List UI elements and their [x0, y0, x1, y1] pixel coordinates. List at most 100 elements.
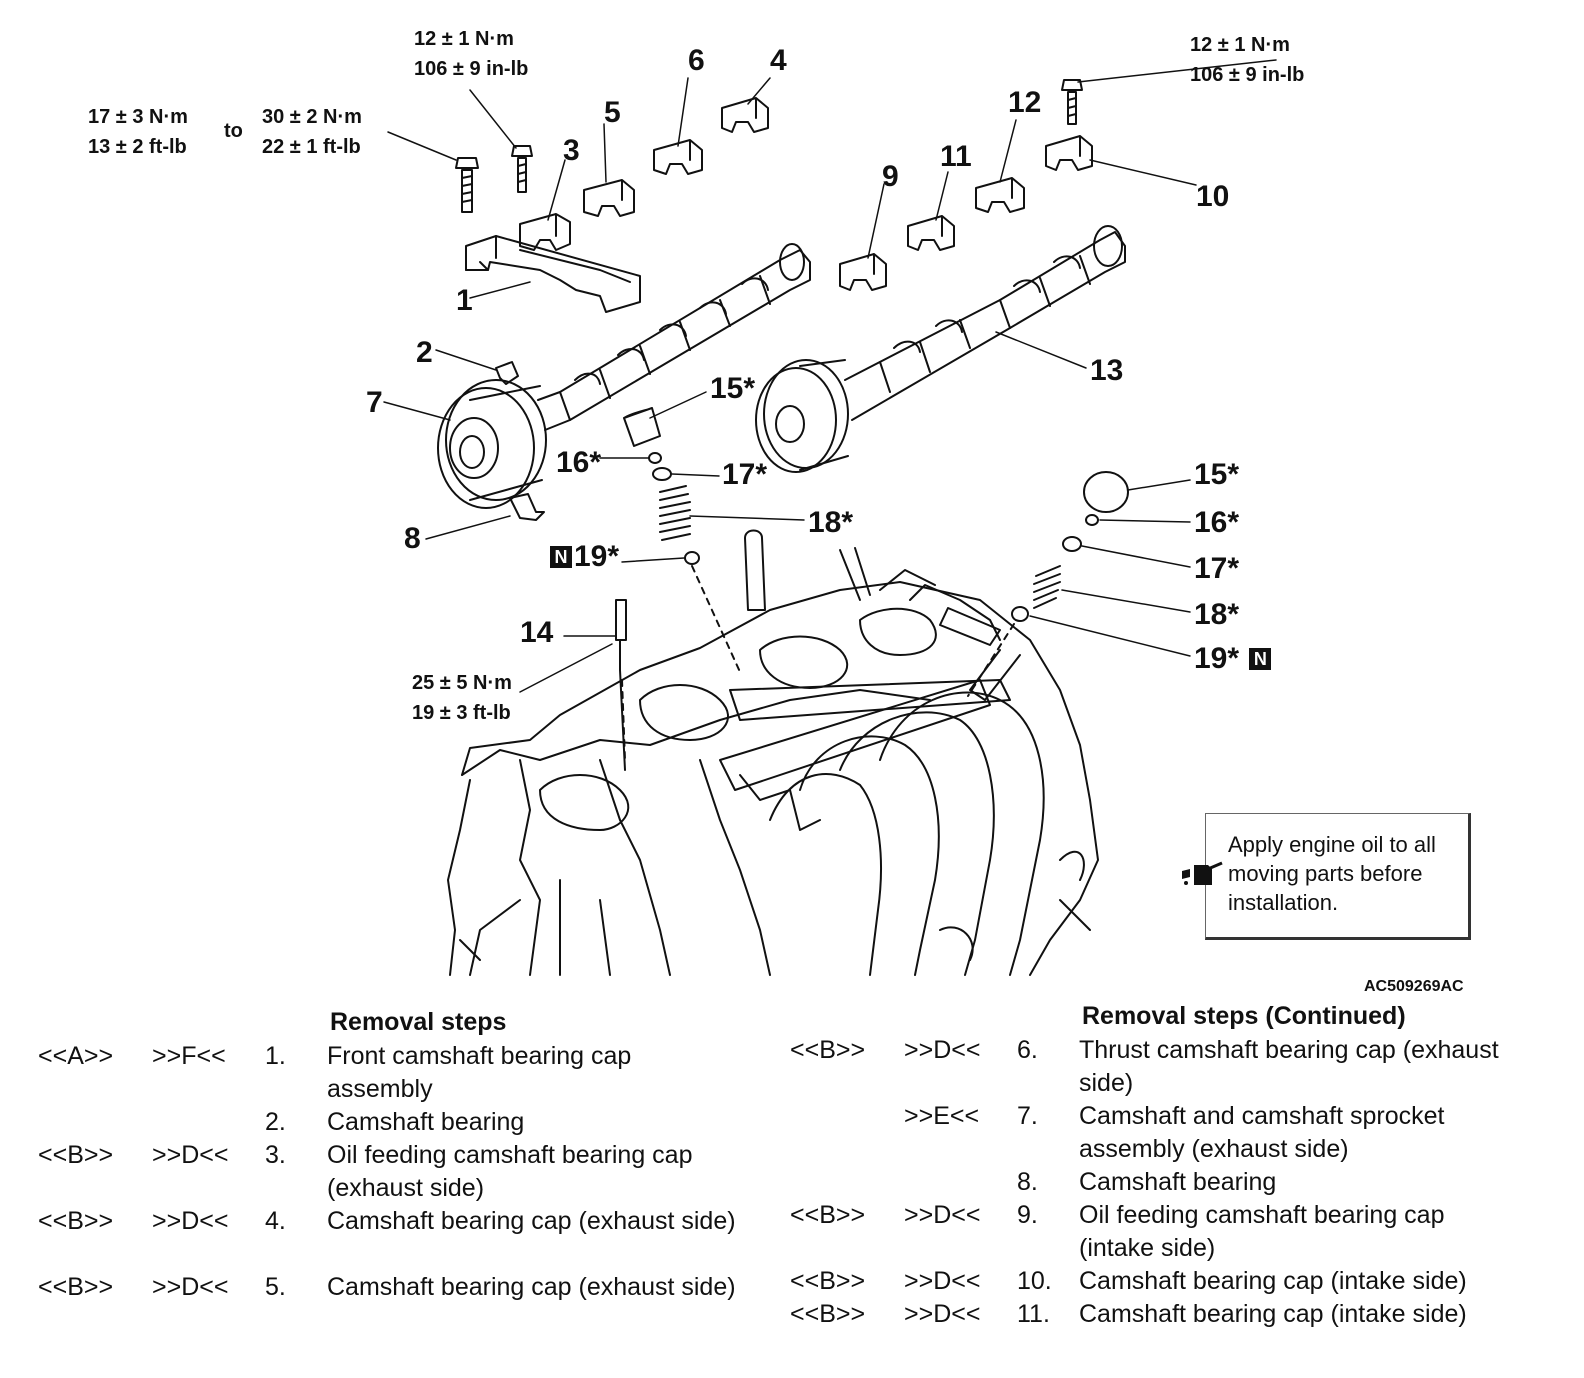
callout-18-right: 18* — [1194, 598, 1240, 631]
engine-oil-note: Apply engine oil to all moving parts bef… — [1182, 813, 1471, 940]
step-removal-code: <<B>> — [790, 1300, 866, 1328]
step-description: Camshaft bearing — [327, 1108, 525, 1136]
callout-17-right: 17* — [1194, 552, 1240, 585]
step-description: Camshaft bearing — [1079, 1168, 1277, 1196]
callout-12: 12 — [1008, 86, 1042, 119]
valve-parts-left-drawing — [615, 407, 741, 771]
callout-9: 9 — [882, 160, 899, 193]
step-removal-code: <<B>> — [38, 1141, 114, 1169]
torque-spec-b-ftlb: 22 ± 1 ft-lb — [262, 136, 361, 158]
step-number: 4. — [265, 1207, 286, 1235]
callout-1: 1 — [456, 284, 473, 317]
removal-steps-right: Removal steps (Continued) <<B>> >>D<< 6. Th… — [790, 1000, 1580, 1370]
torque-spec-d-inlb: 106 ± 9 in-lb — [1190, 64, 1305, 86]
valve-parts-right-drawing — [967, 471, 1129, 697]
callout-13: 13 — [1090, 354, 1124, 387]
step-installation-code: >>F<< — [152, 1042, 226, 1070]
exhaust-camshaft-drawing — [437, 243, 811, 509]
callout-5: 5 — [604, 96, 621, 129]
torque-spec-a-nm: 17 ± 3 N·m — [88, 106, 188, 128]
step-removal-code: <<B>> — [790, 1267, 866, 1295]
callout-15-right: 15* — [1194, 458, 1240, 491]
removal-steps-continued-title: Removal steps (Continued) — [1082, 1002, 1406, 1030]
torque-spec-c-inlb: 106 ± 9 in-lb — [414, 58, 529, 80]
torque-spec-a: 17 ± 3 N·m 13 ± 2 ft-lb — [88, 102, 188, 162]
step-removal-code: <<A>> — [38, 1042, 114, 1070]
step-number: 3. — [265, 1141, 286, 1169]
step-removal-code: <<B>> — [790, 1036, 866, 1064]
torque-spec-e-ftlb: 19 ± 3 ft-lb — [412, 702, 511, 724]
n-mark-left: N — [550, 546, 572, 568]
front-bearing-cap-assembly-drawing — [465, 235, 641, 313]
callout-2: 2 — [416, 336, 433, 369]
step-description: Oil feeding camshaft bearing cap (intake… — [1079, 1201, 1445, 1262]
callout-6: 6 — [688, 44, 705, 77]
leader-lines — [383, 59, 1277, 693]
torque-spec-d-nm: 12 ± 1 N·m — [1190, 34, 1290, 56]
callout-14: 14 — [520, 616, 554, 649]
figure-code: AC509269AC — [1364, 978, 1464, 995]
step-number: 1. — [265, 1042, 286, 1070]
removal-steps-title: Removal steps — [330, 1008, 507, 1036]
step-installation-code: >>D<< — [904, 1201, 981, 1229]
step-description: Camshaft bearing cap (exhaust side) — [327, 1207, 736, 1235]
callout-18-left: 18* — [808, 506, 854, 539]
n-mark-right: N — [1249, 648, 1272, 670]
callout-4: 4 — [770, 44, 787, 77]
torque-spec-d: 12 ± 1 N·m 106 ± 9 in-lb — [1190, 30, 1304, 90]
step-number: 5. — [265, 1273, 286, 1301]
step-installation-code: >>D<< — [152, 1207, 229, 1235]
step-number: 2. — [265, 1108, 286, 1136]
bearing-cap-drawings — [519, 97, 1093, 291]
step-installation-code: >>D<< — [904, 1036, 981, 1064]
step-installation-code: >>E<< — [904, 1102, 980, 1130]
callout-7: 7 — [366, 386, 383, 419]
step-installation-code: >>D<< — [904, 1300, 981, 1328]
step-number: 8. — [1017, 1168, 1038, 1196]
step-description: Thrust camshaft bearing cap (exhaust sid… — [1079, 1036, 1499, 1097]
callout-10: 10 — [1196, 180, 1230, 213]
step-removal-code: <<B>> — [38, 1273, 114, 1301]
step-description: Camshaft bearing cap (exhaust side) — [327, 1273, 736, 1301]
torque-spec-b: 30 ± 2 N·m 22 ± 1 ft-lb — [262, 102, 362, 162]
camshaft-bearing-drawings — [495, 361, 545, 521]
torque-spec-b-nm: 30 ± 2 N·m — [262, 106, 362, 128]
torque-spec-e-nm: 25 ± 5 N·m — [412, 672, 512, 694]
bolt-drawing-3 — [1061, 79, 1083, 125]
removal-steps-left: Removal steps <<A>> >>F<< 1. Front camshaft… — [38, 1006, 758, 1376]
step-description: Camshaft bearing cap (intake side) — [1079, 1300, 1467, 1328]
intake-camshaft-drawing — [755, 225, 1126, 473]
cylinder-head-drawing — [447, 529, 1099, 976]
torque-spec-c-nm: 12 ± 1 N·m — [414, 28, 514, 50]
step-number: 10. — [1017, 1267, 1052, 1295]
step-installation-code: >>D<< — [904, 1267, 981, 1295]
torque-spec-a-ftlb: 13 ± 2 ft-lb — [88, 136, 187, 158]
camshaft-exploded-view — [383, 59, 1277, 976]
callout-19-right: 19* N — [1194, 642, 1273, 676]
step-description: Camshaft bearing cap (intake side) — [1079, 1267, 1467, 1295]
step-installation-code: >>D<< — [152, 1141, 229, 1169]
callout-8: 8 — [404, 522, 421, 555]
callout-3: 3 — [563, 134, 580, 167]
oil-can-icon — [1182, 861, 1223, 885]
callout-16-right: 16* — [1194, 506, 1240, 539]
step-description: Front camshaft bearing cap assembly — [327, 1042, 632, 1103]
callout-11: 11 — [940, 140, 972, 173]
note-text: Apply engine oil to all moving parts bef… — [1228, 832, 1436, 915]
bolt-drawing-1 — [455, 157, 479, 213]
bolt-drawing-2 — [511, 145, 533, 193]
step-installation-code: >>D<< — [152, 1273, 229, 1301]
callout-19-right-text: 19* — [1194, 642, 1240, 675]
callout-19-left-text: 19* — [574, 540, 620, 573]
torque-to-label: to — [224, 120, 243, 142]
callout-15-left: 15* — [710, 372, 756, 405]
step-description: Camshaft and camshaft sprocket assembly … — [1079, 1102, 1445, 1163]
exploded-diagram: 1 2 3 4 5 6 7 8 9 10 11 12 13 14 15* 16*… — [88, 24, 1471, 995]
torque-spec-c: 12 ± 1 N·m 106 ± 9 in-lb — [414, 24, 528, 84]
step-number: 6. — [1017, 1036, 1038, 1064]
step-removal-code: <<B>> — [790, 1201, 866, 1229]
step-number: 11. — [1017, 1300, 1050, 1328]
torque-spec-e: 25 ± 5 N·m 19 ± 3 ft-lb — [412, 668, 512, 728]
step-removal-code: <<B>> — [38, 1207, 114, 1235]
